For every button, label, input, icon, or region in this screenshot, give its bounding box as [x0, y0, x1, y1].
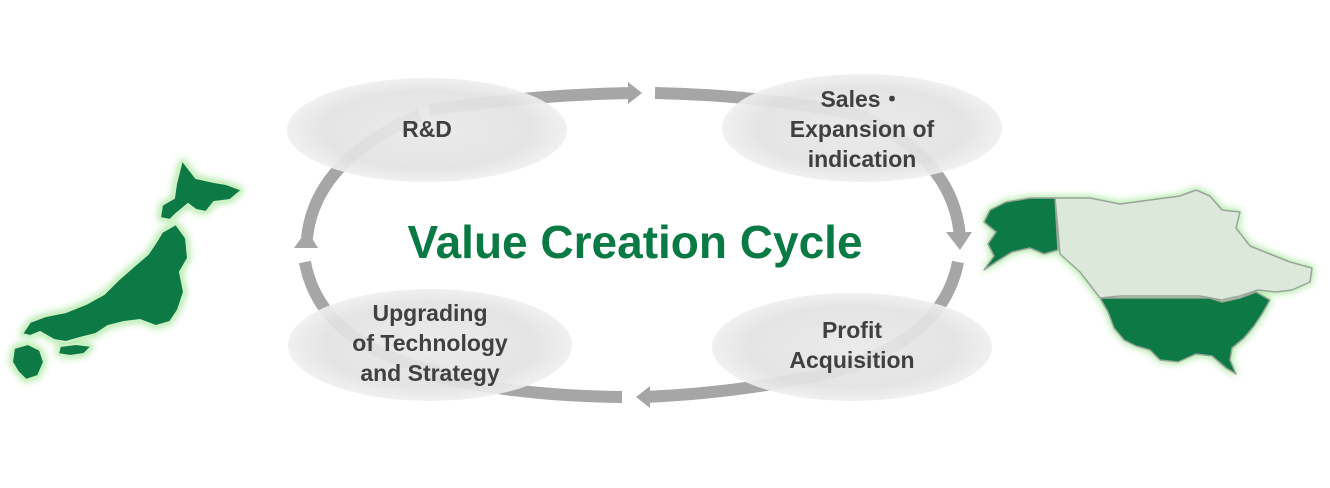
- node-profit-label: Profit Acquisition: [742, 315, 962, 375]
- japan-hokkaido: [159, 159, 243, 221]
- node-profit-line-1: Profit: [821, 317, 883, 343]
- north-america-map: [983, 189, 1313, 375]
- alaska-region: [983, 197, 1059, 271]
- japan-kyushu: [11, 343, 45, 381]
- usa-region: [1099, 291, 1271, 375]
- node-upgrading-bubble: [288, 289, 572, 401]
- diagram-title: Value Creation Cycle: [407, 216, 863, 268]
- node-sales-line-3: indication: [807, 146, 917, 172]
- cycle-arrows: [294, 82, 972, 408]
- japan-map: [11, 159, 243, 381]
- node-upgrading-line-1: Upgrading: [372, 300, 488, 326]
- cycle-nodes: [287, 74, 1002, 401]
- node-profit-line-2: Acquisition: [789, 347, 915, 373]
- arrow-head-left: [294, 230, 318, 248]
- node-upgrading-line-3: and Strategy: [360, 360, 500, 386]
- node-upgrading-label: Upgrading of Technology and Strategy: [318, 298, 542, 388]
- arrow-head-top: [628, 82, 642, 104]
- node-upgrading-line-2: of Technology: [352, 330, 508, 356]
- japan-shikoku: [57, 343, 93, 357]
- node-sales-line-1: Sales・: [820, 86, 904, 112]
- arrow-head-bottom: [636, 386, 650, 408]
- node-rd-bubble: [287, 78, 567, 182]
- node-sales-line-2: Expansion of: [789, 116, 935, 142]
- arrow-head-right: [946, 232, 972, 250]
- node-sales-label: Sales・ Expansion of indication: [752, 84, 972, 174]
- node-rd-text: R&D: [402, 116, 452, 142]
- node-sales-bubble: [722, 74, 1002, 182]
- japan-honshu: [21, 223, 189, 343]
- node-rd-label: R&D: [337, 114, 517, 144]
- canada-region: [1054, 189, 1313, 301]
- node-profit-bubble: [712, 293, 992, 401]
